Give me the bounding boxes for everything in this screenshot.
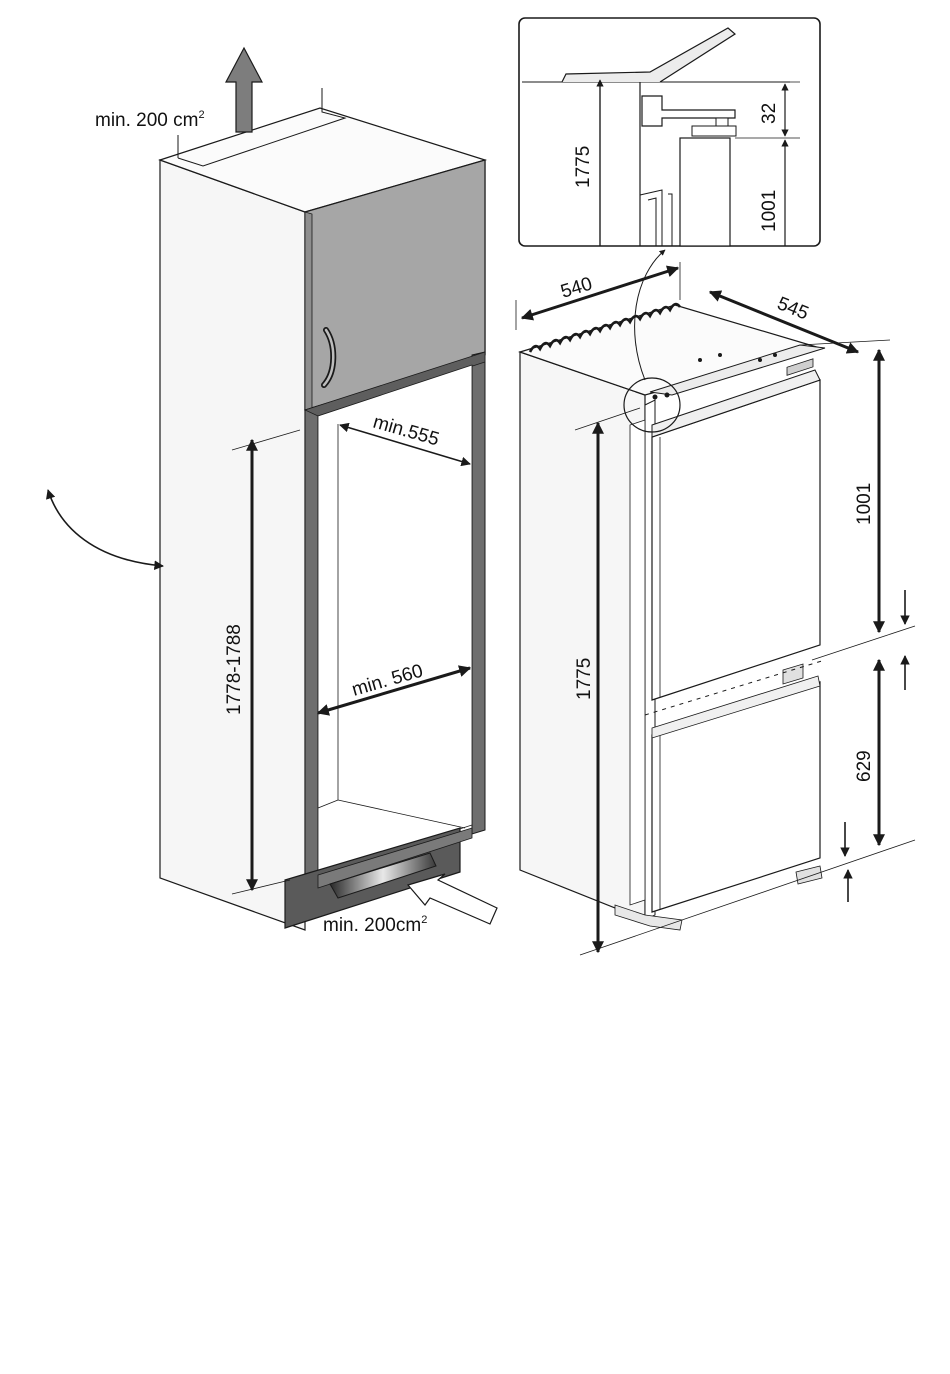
upper-door-height-label: 1001: [854, 483, 875, 525]
top-vent-arrow-icon: [226, 48, 262, 132]
appliance-side-panel: [520, 352, 645, 920]
appliance-illustration: [520, 250, 825, 930]
top-vent-label: min. 200 cm2: [95, 109, 205, 131]
niche-frame-left: [305, 406, 318, 884]
detail-total-height-label: 1775: [573, 146, 594, 188]
detail-gap-label: 32: [759, 103, 780, 124]
appliance-total-height-label: 1775: [574, 658, 595, 700]
niche-height-label: 1778-1788: [224, 624, 245, 715]
detail-door-height-label: 1001: [759, 190, 780, 232]
bottom-vent-label: min. 200cm2: [323, 914, 427, 936]
lower-door-height-label: 629: [854, 750, 875, 782]
appliance-lower-door: [652, 682, 820, 912]
cabinet-illustration: [48, 48, 497, 930]
appliance-width-label: 540: [558, 273, 594, 302]
door-swing-arrow-icon: [48, 490, 163, 566]
cabinet-side-panel: [160, 160, 305, 930]
niche-frame-right: [472, 352, 485, 834]
